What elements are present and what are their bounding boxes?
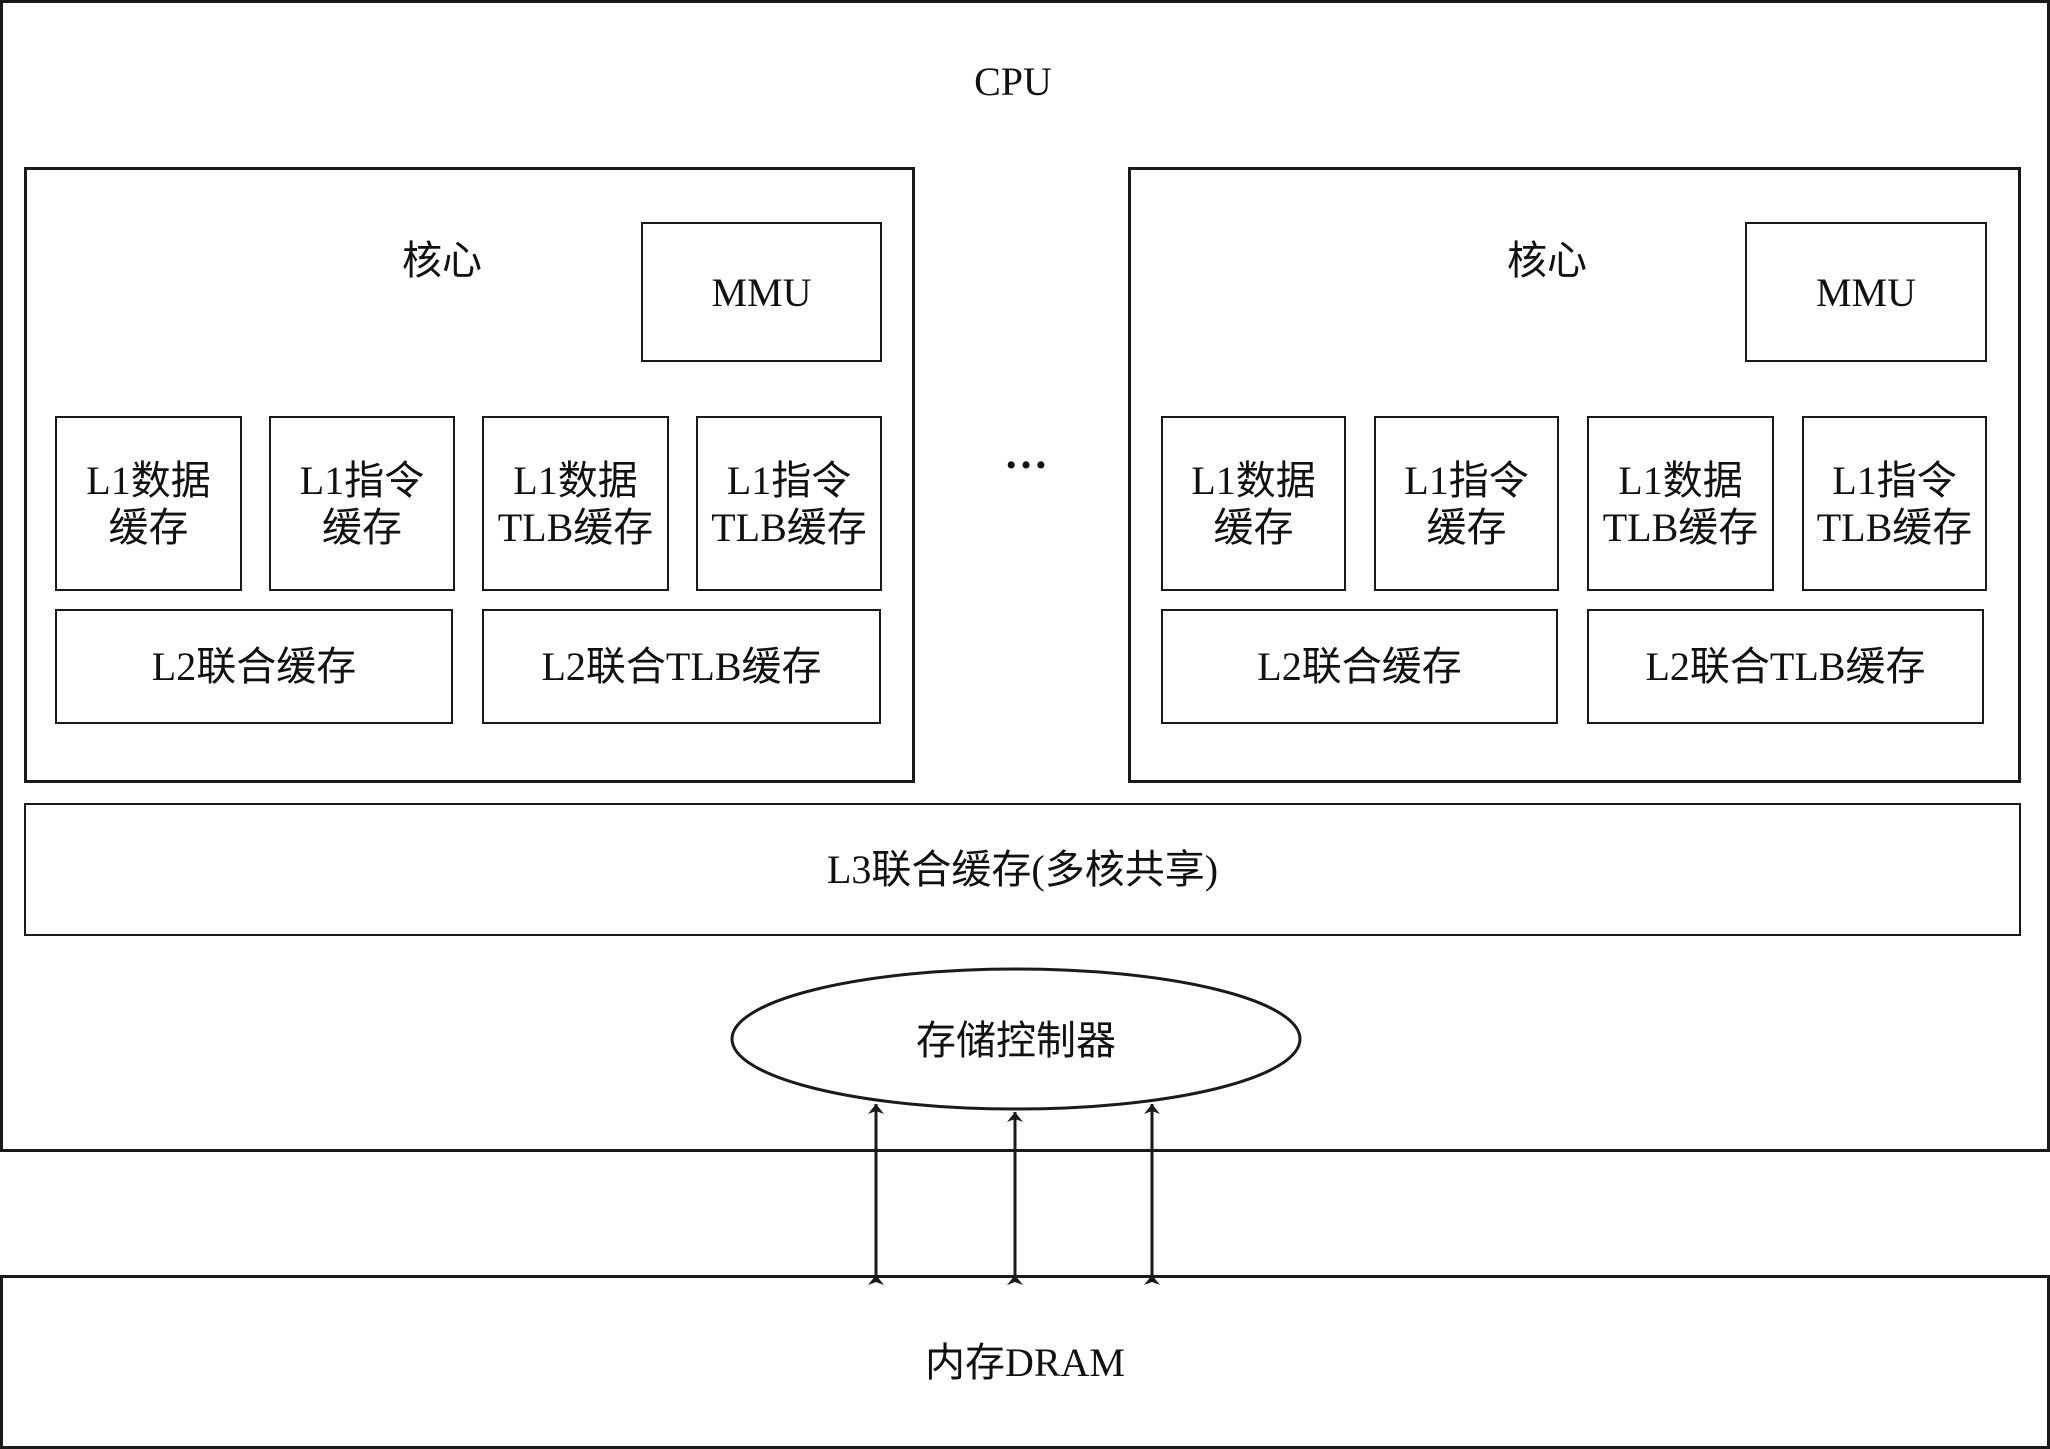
l1-line1: L1指令 xyxy=(1404,457,1529,503)
mmu-label-1: MMU xyxy=(711,269,812,315)
mmu-box-1: MMU xyxy=(641,222,882,362)
bus-arrows xyxy=(868,1104,1160,1285)
l1-line2: TLB缓存 xyxy=(1602,504,1759,550)
l1-line1: L1数据 xyxy=(86,457,211,503)
l1-line1: L1数据 xyxy=(1618,457,1743,503)
dram-label: 内存DRAM xyxy=(924,1339,1126,1385)
cpu-label: CPU xyxy=(974,59,1052,104)
l1-instruction-cache-1: L1指令缓存 xyxy=(269,416,455,591)
mmu-box-2: MMU xyxy=(1745,222,1987,362)
l3-label: L3联合缓存(多核共享) xyxy=(826,847,1219,892)
l1-line2: TLB缓存 xyxy=(497,504,654,550)
l1-line1: L1数据 xyxy=(513,457,638,503)
l1-data-cache-1: L1数据缓存 xyxy=(55,416,242,591)
memory-controller-label: 存储控制器 xyxy=(916,1018,1116,1063)
l2-tlb-label: L2联合TLB缓存 xyxy=(1645,644,1926,689)
l1-line1: L1指令 xyxy=(1832,457,1957,503)
l2-cache-label: L2联合缓存 xyxy=(151,644,357,689)
l2-unified-tlb-2: L2联合TLB缓存 xyxy=(1587,609,1984,724)
core-label-2: 核心 xyxy=(1507,238,1587,283)
l1-line1: L1指令 xyxy=(299,457,425,503)
l1-line2: 缓存 xyxy=(322,504,402,550)
l1-line2: 缓存 xyxy=(1426,504,1507,550)
mmu-label-2: MMU xyxy=(1815,269,1917,315)
l1-line2: 缓存 xyxy=(108,504,189,550)
l2-cache-label: L2联合缓存 xyxy=(1257,644,1462,689)
core-label-1: 核心 xyxy=(402,238,482,283)
l1-line1: L1指令 xyxy=(726,457,852,503)
l1-instruction-cache-2: L1指令缓存 xyxy=(1374,416,1559,591)
l1-line1: L1数据 xyxy=(1191,457,1316,503)
l1-line2: TLB缓存 xyxy=(1816,504,1973,550)
l2-unified-tlb-1: L2联合TLB缓存 xyxy=(482,609,881,724)
l2-unified-cache-2: L2联合缓存 xyxy=(1161,609,1558,724)
dram-box: 内存DRAM xyxy=(0,1275,2050,1449)
l1-data-cache-2: L1数据缓存 xyxy=(1161,416,1346,591)
l1-line2: 缓存 xyxy=(1213,504,1294,550)
l2-unified-cache-1: L2联合缓存 xyxy=(55,609,453,724)
l1-line2: TLB缓存 xyxy=(711,504,867,550)
more-cores-ellipsis: … xyxy=(1004,429,1048,478)
l3-shared-cache: L3联合缓存(多核共享) xyxy=(24,803,2021,936)
l2-tlb-label: L2联合TLB缓存 xyxy=(541,644,822,689)
memory-controller-ellipse xyxy=(730,967,1302,1111)
